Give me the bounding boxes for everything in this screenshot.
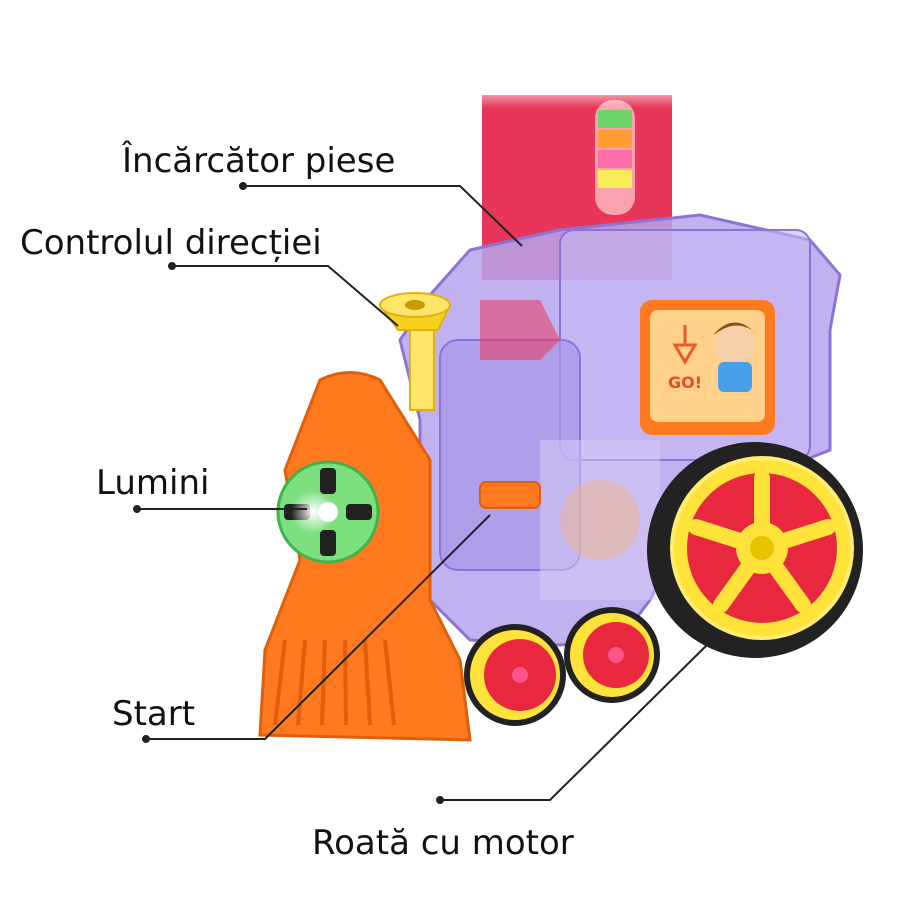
leader-line-motor-wheel bbox=[440, 639, 713, 801]
domino-loader bbox=[482, 80, 682, 280]
front-wheels bbox=[464, 607, 660, 726]
label-start: Start bbox=[112, 694, 196, 734]
direction-control-funnel bbox=[378, 292, 452, 411]
label-lights: Lumini bbox=[96, 463, 210, 503]
label-direction-control: Controlul direcției bbox=[20, 223, 322, 263]
label-loader: Încărcător piese bbox=[122, 141, 396, 181]
front-light-face bbox=[276, 460, 380, 564]
cabin-badge: GO! bbox=[640, 300, 775, 435]
badge-text: GO! bbox=[668, 373, 702, 392]
label-motor-wheel: Roată cu motor bbox=[312, 823, 574, 863]
leader-line-charger bbox=[243, 185, 523, 247]
leader-line-start bbox=[146, 514, 491, 740]
leader-line-direction bbox=[172, 265, 399, 327]
motor-wheel bbox=[647, 442, 863, 658]
leader-lines bbox=[133, 182, 713, 804]
